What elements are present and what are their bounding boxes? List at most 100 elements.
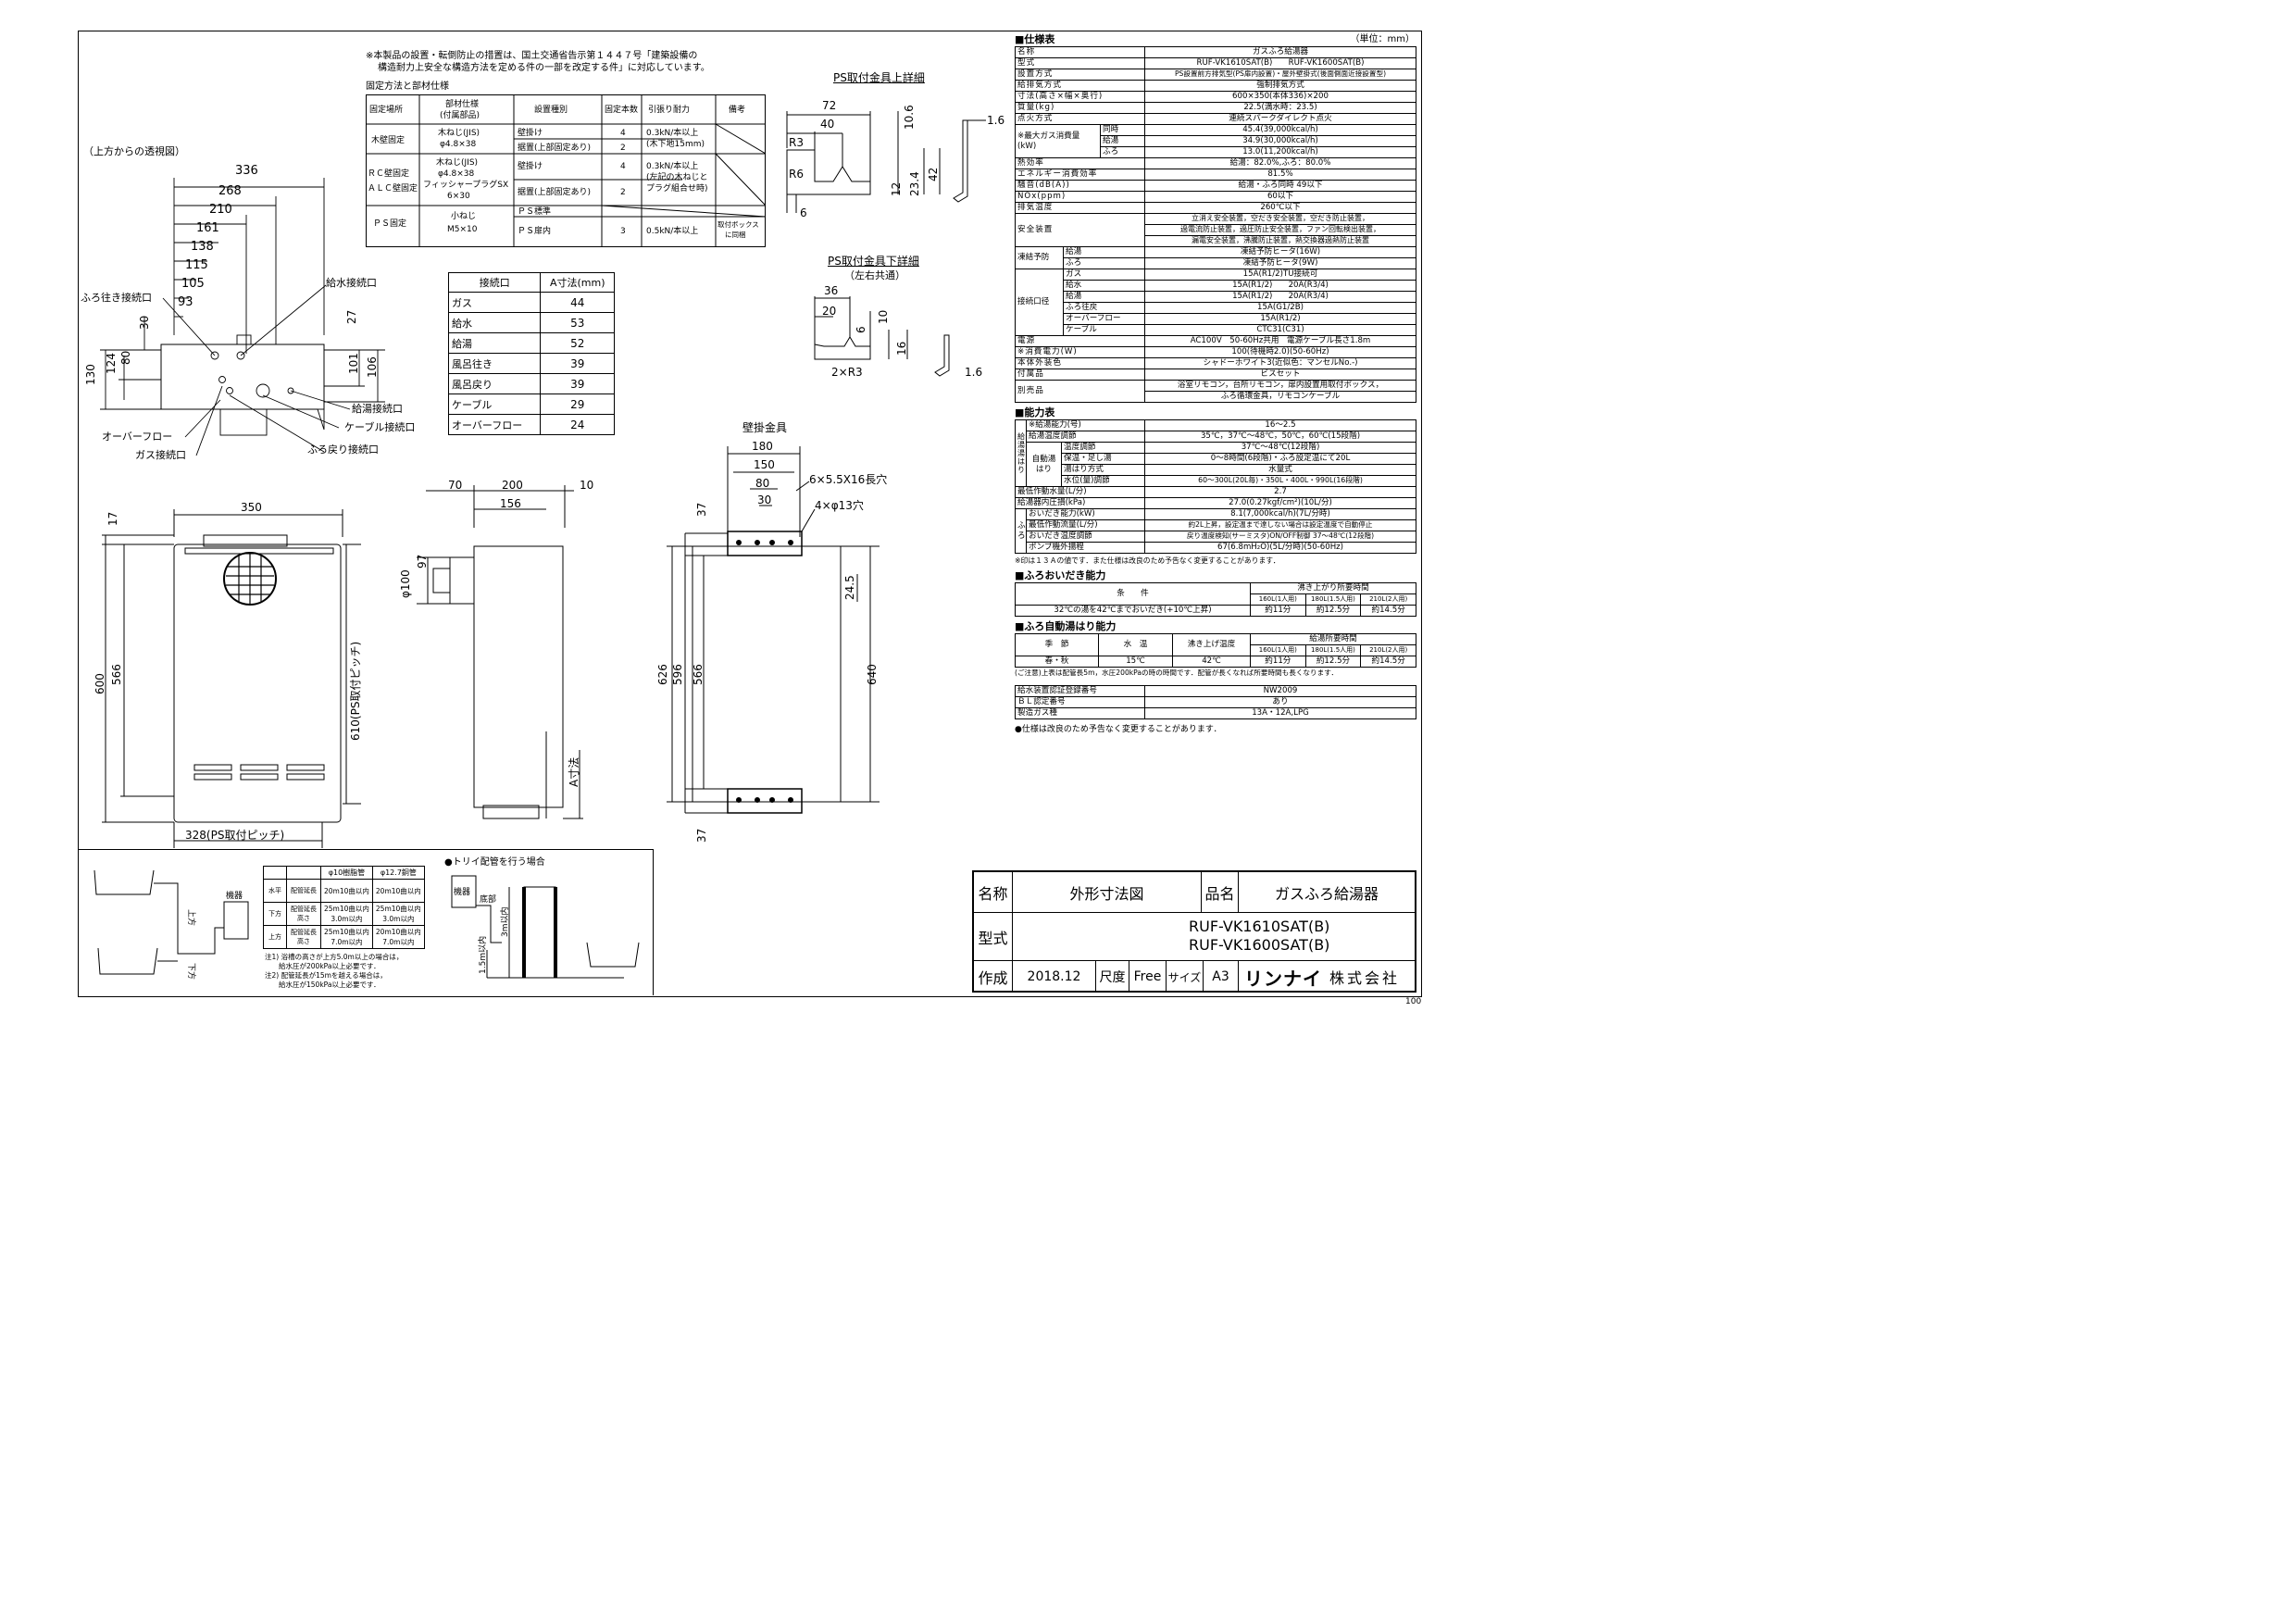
svg-text:6: 6 <box>800 206 807 219</box>
wall-bracket-title: 壁掛金具 <box>742 421 788 434</box>
model-value-1: RUF-VK1610SAT(B) <box>1189 918 1330 935</box>
header-note-line2: 構造耐力上安全な構造方法を定める件の一部を改定する件」に対応しています。 <box>378 63 710 73</box>
svg-text:2: 2 <box>620 144 626 153</box>
top-view-drawing: 336 268 210 161 138 115 105 93 30 80 124… <box>84 164 385 456</box>
svg-text:4: 4 <box>620 129 626 138</box>
label-furo-modori: ふろ戻り接続口 <box>307 443 379 456</box>
spec-title: ■仕様表 <box>1015 33 1055 45</box>
svg-text:36: 36 <box>824 284 838 297</box>
svg-text:底部: 底部 <box>480 893 496 905</box>
svg-text:取付ボックス: 取付ボックス <box>718 219 759 229</box>
piping-area-border <box>79 849 654 995</box>
svg-text:93: 93 <box>178 295 193 309</box>
svg-text:1.5m以内: 1.5m以内 <box>477 936 488 974</box>
label-cable: ケーブル接続口 <box>344 421 416 433</box>
svg-text:4: 4 <box>620 162 626 171</box>
svg-text:1.6: 1.6 <box>965 366 982 379</box>
auto-note: (ご注意)上表は配管長5m，水圧200kPaの時の時間です．配管が長くなれば所要… <box>1015 668 1339 677</box>
svg-text:37: 37 <box>695 503 708 517</box>
svg-text:16: 16 <box>895 342 908 356</box>
svg-text:A寸法: A寸法 <box>568 757 580 787</box>
svg-text:600: 600 <box>94 673 106 694</box>
svg-text:24.5: 24.5 <box>843 575 856 600</box>
svg-text:ＲＣ壁固定: ＲＣ壁固定 <box>368 168 409 179</box>
fixing-table: 固定場所 部材仕様 (付属部品) 設置種別 固定本数 引張り耐力 備考 木壁固定… <box>366 94 766 247</box>
svg-text:機器: 機器 <box>226 890 243 901</box>
svg-text:設置種別: 設置種別 <box>534 104 568 115</box>
svg-text:固定本数: 固定本数 <box>605 104 638 115</box>
title-block: 名称 外形寸法図 品名 ガスふろ給湯器 型式 RUF-VK1610SAT(B) … <box>972 870 1416 993</box>
svg-text:17: 17 <box>106 512 119 526</box>
top-view-title: （上方からの透視図） <box>83 145 185 157</box>
company-name: リンナイ 株式会社 <box>1239 961 1415 993</box>
scale-value: Free <box>1129 961 1167 993</box>
svg-text:80: 80 <box>119 351 132 365</box>
piping-note-3: 注2) 配管延長が15mを越える場合は， <box>265 971 387 980</box>
svg-text:(木下地15mm): (木下地15mm) <box>646 138 705 149</box>
ps-upper-title: PS取付金具上詳細 <box>833 71 925 84</box>
svg-text:200: 200 <box>502 479 523 492</box>
made-value: 2018.12 <box>1013 961 1096 993</box>
svg-text:42: 42 <box>927 168 940 181</box>
svg-text:268: 268 <box>218 184 242 198</box>
svg-text:10: 10 <box>580 479 593 492</box>
label-gas: ガス接続口 <box>135 449 186 461</box>
svg-text:27: 27 <box>345 310 358 324</box>
svg-text:3: 3 <box>620 227 626 236</box>
page-number: 100 <box>1405 997 1422 1006</box>
product-value: ガスふろ給湯器 <box>1274 884 1379 903</box>
ps-lower-subtitle: （左右共通） <box>844 269 905 281</box>
trap-diagram: 機器 底部 3m以内 1.5m以内 <box>451 875 640 979</box>
auto-title: ■ふろ自動湯はり能力 <box>1015 620 1117 632</box>
svg-text:20: 20 <box>822 305 836 318</box>
svg-text:R3: R3 <box>789 136 804 149</box>
svg-text:37: 37 <box>695 829 708 843</box>
piping-note-2: 給水圧が200kPa以上必要です． <box>265 962 381 970</box>
svg-text:フィッシャープラグSX: フィッシャープラグSX <box>423 179 508 190</box>
auto-table: 季 節水 温沸き上げ温度給湯所要時間 160L(1人用)180L(1.5人用)2… <box>1015 633 1416 668</box>
name-value: 外形寸法図 <box>1013 872 1202 912</box>
svg-text:ＡＬＣ壁固定: ＡＬＣ壁固定 <box>368 182 418 194</box>
svg-text:3m以内: 3m以内 <box>499 907 510 938</box>
label-kyusui: 給水接続口 <box>326 277 377 289</box>
svg-text:木ねじ(JIS): 木ねじ(JIS) <box>438 127 480 138</box>
svg-text:木ねじ(JIS): 木ねじ(JIS) <box>436 156 478 168</box>
svg-text:部材仕様: 部材仕様 <box>445 98 479 109</box>
svg-text:72: 72 <box>822 99 836 112</box>
svg-text:10.6: 10.6 <box>903 105 916 130</box>
company-brand: リンナイ <box>1244 967 1322 990</box>
svg-text:プラグ組合せ時): プラグ組合せ時) <box>646 182 708 194</box>
svg-text:φ100: φ100 <box>399 569 412 598</box>
svg-text:105: 105 <box>181 277 205 291</box>
side-view-drawing: 70 200 10 156 97 φ100 A寸法 <box>399 479 593 819</box>
capacity-footnote: ※印は１３Ａの値です．また仕様は改良のため予告なく変更することがあります． <box>1015 556 1280 565</box>
svg-text:640: 640 <box>866 664 879 685</box>
svg-text:R6: R6 <box>789 168 804 181</box>
svg-text:566: 566 <box>110 664 123 685</box>
svg-text:80: 80 <box>755 477 769 490</box>
svg-text:φ4.8×38: φ4.8×38 <box>440 140 477 149</box>
svg-text:626: 626 <box>656 664 669 685</box>
name-label: 名称 <box>974 872 1013 912</box>
svg-text:40: 40 <box>820 118 834 131</box>
svg-text:2: 2 <box>620 188 626 197</box>
label-furo-iki: ふろ往き接続口 <box>81 292 152 304</box>
svg-text:φ4.8×38: φ4.8×38 <box>438 169 475 179</box>
svg-text:木壁固定: 木壁固定 <box>371 134 405 145</box>
model-label: 型式 <box>974 913 1013 960</box>
model-value-2: RUF-VK1600SAT(B) <box>1189 936 1330 954</box>
svg-text:4×φ13穴: 4×φ13穴 <box>815 498 864 512</box>
svg-text:M5×10: M5×10 <box>447 225 478 234</box>
capacity-title: ■能力表 <box>1015 406 1055 418</box>
svg-text:150: 150 <box>754 458 775 471</box>
svg-text:(左記の木ねじと: (左記の木ねじと <box>646 171 708 182</box>
svg-text:115: 115 <box>185 258 208 272</box>
svg-text:610(PS取付ピッチ): 610(PS取付ピッチ) <box>349 642 362 741</box>
svg-text:(付属部品): (付属部品) <box>440 109 480 120</box>
svg-text:180: 180 <box>752 440 773 453</box>
svg-text:596: 596 <box>671 664 684 685</box>
